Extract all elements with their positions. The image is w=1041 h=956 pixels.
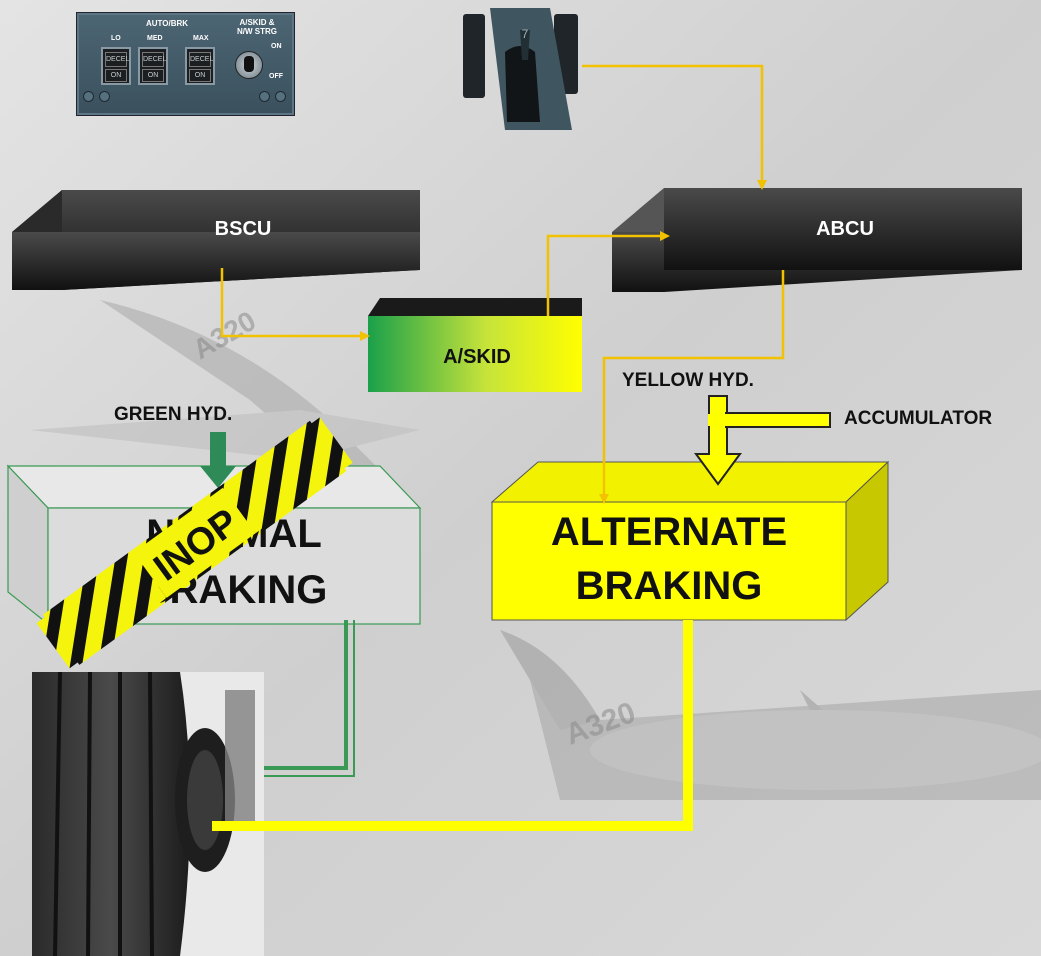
- med-label: MED: [147, 35, 163, 42]
- alternate-braking-box: [490, 460, 890, 622]
- normal-braking-line2: BRAKING: [140, 568, 328, 612]
- autobrk-max-button[interactable]: DECEL ON: [185, 47, 215, 85]
- panel-screw: [275, 91, 286, 102]
- signal-lines: [220, 64, 785, 504]
- askid-box: [368, 298, 582, 392]
- on-light: ON: [189, 69, 211, 82]
- alternate-braking-line1: ALTERNATE: [550, 510, 788, 554]
- decel-light: DECEL: [105, 52, 129, 67]
- wheel-image: [32, 671, 264, 956]
- pedal-number: 7: [522, 27, 529, 41]
- askid-title-line1: A/SKID &: [239, 18, 275, 27]
- abcu-to-alternate-line: [602, 270, 785, 494]
- bscu-box: [12, 190, 420, 290]
- lo-label: LO: [111, 35, 121, 42]
- decel-light: DECEL: [142, 52, 166, 67]
- alternate-braking-line: [212, 620, 693, 831]
- green-hyd-label: GREEN HYD.: [114, 404, 233, 425]
- max-label: MAX: [193, 35, 209, 42]
- bscu-label: BSCU: [214, 218, 272, 240]
- askid-switch[interactable]: [235, 51, 263, 79]
- abcu-box: [612, 188, 1022, 292]
- yellow-hyd-arrow: [694, 395, 831, 486]
- panel-screw: [259, 91, 270, 102]
- decel-light: DECEL: [189, 52, 213, 67]
- alternate-braking-line2: BRAKING: [575, 564, 763, 608]
- askid-label: A/SKID: [443, 346, 511, 368]
- switch-off-label: OFF: [269, 73, 283, 80]
- autobrake-panel: AUTO/BRK A/SKID & N/W STRG LO MED MAX DE…: [76, 12, 295, 116]
- yellow-hyd-label: YELLOW HYD.: [622, 370, 754, 391]
- autobrk-lo-button[interactable]: DECEL ON: [101, 47, 131, 85]
- on-light: ON: [105, 69, 127, 82]
- on-light: ON: [142, 69, 164, 82]
- autobrk-med-button[interactable]: DECEL ON: [138, 47, 168, 85]
- panel-screw: [99, 91, 110, 102]
- abcu-label: ABCU: [816, 218, 874, 240]
- switch-toggle: [244, 56, 254, 72]
- brake-pedal-image: 7: [463, 8, 578, 130]
- normal-braking-line1: NORMAL: [146, 512, 322, 556]
- askid-title-line2: N/W STRG: [237, 27, 277, 36]
- pedal-to-abcu-line: [582, 64, 764, 180]
- switch-on-label: ON: [271, 43, 282, 50]
- panel-screw: [83, 91, 94, 102]
- accumulator-label: ACCUMULATOR: [844, 408, 993, 429]
- askid-to-abcu-line: [546, 234, 660, 316]
- autobrk-title: AUTO/BRK: [145, 19, 189, 28]
- bscu-to-askid-line: [220, 268, 360, 338]
